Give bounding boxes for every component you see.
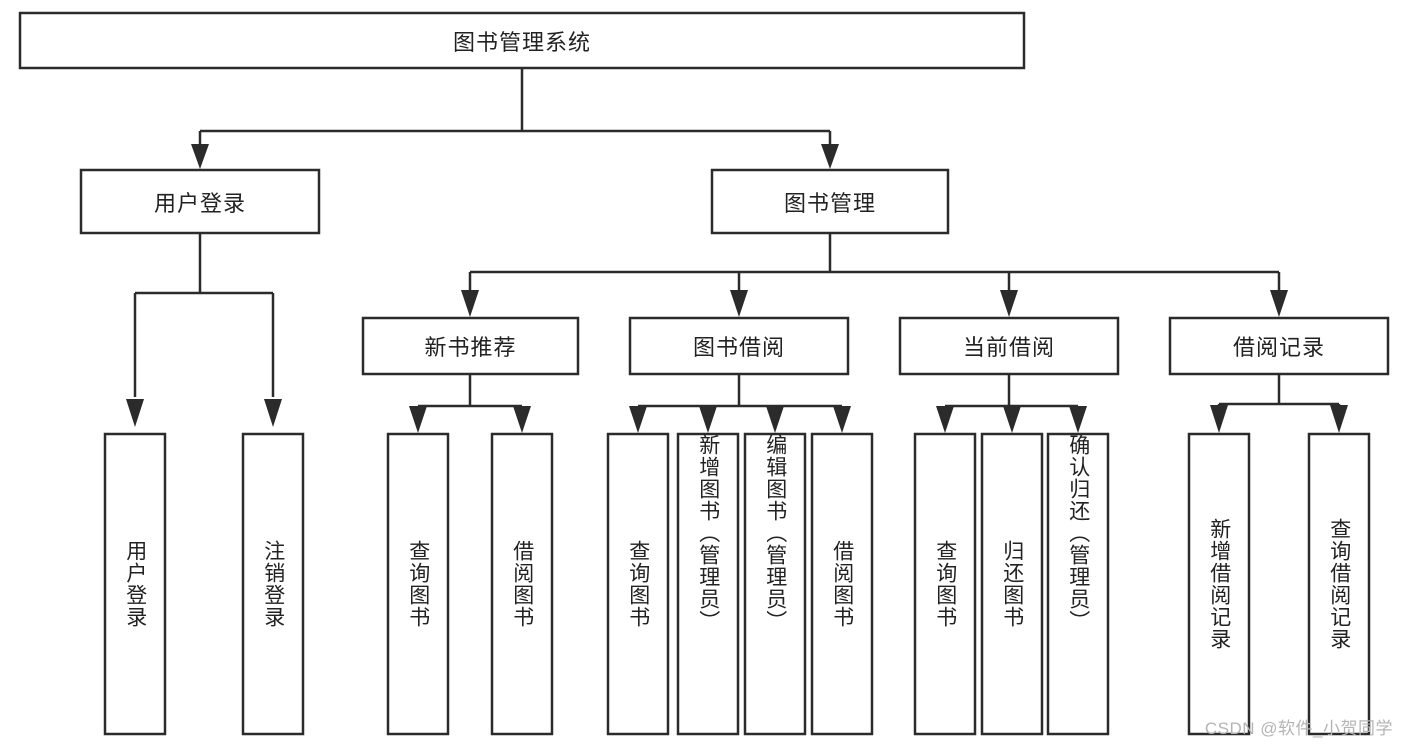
arrow-head-to-borrow-record xyxy=(1270,290,1288,317)
arrow-head-new-book-leaf-2 xyxy=(513,406,531,433)
arrow-head-borrow-record-leaf-1 xyxy=(1210,405,1228,433)
watermark-text: CSDN @软件_小贺同学 xyxy=(1204,719,1393,738)
arrow-head-book-borrow-leaf-4 xyxy=(833,406,851,433)
connector-layer xyxy=(126,68,1348,433)
arrow-head-new-book-leaf-1 xyxy=(409,406,427,433)
node-box-layer xyxy=(18,11,1390,736)
node-new-book-recommend[interactable] xyxy=(361,316,580,376)
arrow-head-current-borrow-leaf-1 xyxy=(936,406,954,433)
arrow-head-current-borrow-leaf-3 xyxy=(1069,406,1087,433)
arrow-head-user-login-leaf-1 xyxy=(126,399,144,427)
leaf-box-current-borrow-3[interactable] xyxy=(1046,432,1110,736)
leaf-box-book-borrow-3[interactable] xyxy=(743,432,807,736)
arrow-head-current-borrow-leaf-2 xyxy=(1003,406,1021,433)
leaf-box-current-borrow-2[interactable] xyxy=(980,432,1044,736)
node-user-login[interactable] xyxy=(79,168,321,235)
arrow-head-to-book-manage xyxy=(821,144,839,169)
leaf-box-current-borrow-1[interactable] xyxy=(913,432,977,736)
arrow-head-to-book-borrow xyxy=(730,290,748,317)
leaf-box-user-login-1[interactable] xyxy=(103,432,167,736)
leaf-box-book-borrow-2[interactable] xyxy=(676,432,740,736)
arrow-head-user-login-leaf-2 xyxy=(264,399,282,427)
arrow-head-book-borrow-leaf-1 xyxy=(629,406,647,433)
arrow-head-to-current-borrow xyxy=(1000,290,1018,317)
arrow-head-to-user-login xyxy=(191,144,209,169)
node-borrow-record[interactable] xyxy=(1168,316,1390,376)
node-current-borrow[interactable] xyxy=(898,316,1120,376)
leaf-box-borrow-record-2[interactable] xyxy=(1307,432,1371,736)
arrow-head-book-borrow-leaf-2 xyxy=(699,406,717,433)
leaf-box-book-borrow-4[interactable] xyxy=(810,432,874,736)
leaf-box-new-book-2[interactable] xyxy=(490,432,554,736)
leaf-box-new-book-1[interactable] xyxy=(386,432,450,736)
leaf-box-user-login-2[interactable] xyxy=(241,432,305,736)
node-book-borrow[interactable] xyxy=(628,316,850,376)
arrow-head-to-new-book-recommend xyxy=(461,290,479,317)
arrow-head-borrow-record-leaf-2 xyxy=(1330,405,1348,433)
node-book-management[interactable] xyxy=(710,168,950,235)
node-root-book-management-system[interactable] xyxy=(18,11,1026,70)
leaf-box-borrow-record-1[interactable] xyxy=(1187,432,1251,736)
leaf-box-book-borrow-1[interactable] xyxy=(606,432,670,736)
arrow-head-book-borrow-leaf-3 xyxy=(766,406,784,433)
